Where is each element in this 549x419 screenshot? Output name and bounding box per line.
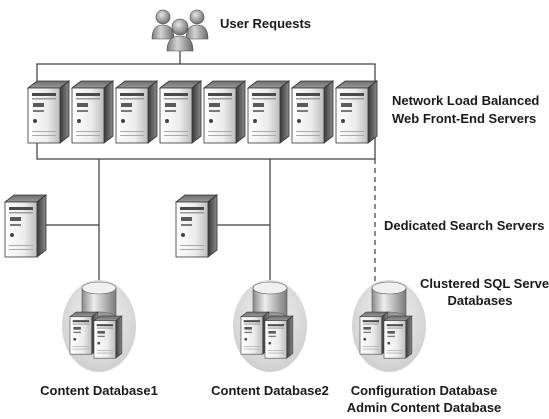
user-requests-label: User Requests	[220, 16, 312, 31]
nlb-label-line2: Web Front-End Servers	[392, 111, 537, 126]
web-front-end-servers	[27, 80, 378, 144]
sql-cluster-3-icon	[352, 280, 426, 372]
user-group-icon	[151, 9, 209, 52]
server-tower-icon	[291, 80, 334, 144]
search-server-2-icon	[175, 194, 218, 258]
db2-label: Content Database2	[211, 383, 329, 398]
config-db-label-line1: Configuration Database	[350, 383, 498, 398]
sql-label-line1: Clustered SQL Server	[420, 276, 549, 291]
db1-label: Content Database1	[40, 383, 158, 398]
sql-cluster-1-icon	[62, 280, 136, 372]
server-tower-icon	[203, 80, 246, 144]
config-db-label-line2: Admin Content Database	[346, 400, 502, 415]
server-tower-icon	[247, 80, 290, 144]
server-tower-icon	[71, 80, 114, 144]
sql-cluster-2-icon	[233, 280, 307, 372]
server-tower-icon	[159, 80, 202, 144]
nlb-label-line1: Network Load Balanced	[392, 93, 540, 108]
search-servers-label: Dedicated Search Servers	[384, 218, 545, 233]
search-server-1-icon	[4, 194, 47, 258]
server-tower-icon	[335, 80, 378, 144]
server-tower-icon	[115, 80, 158, 144]
sql-label-line2: Databases	[447, 293, 513, 308]
server-tower-icon	[27, 80, 70, 144]
